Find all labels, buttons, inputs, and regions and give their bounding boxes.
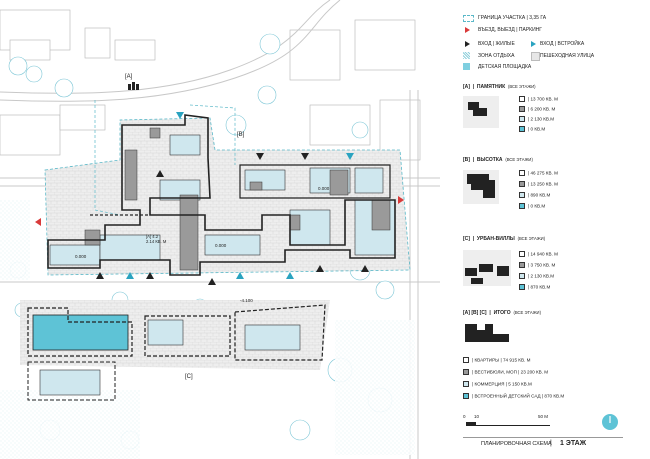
total-name: ИТОГО	[493, 310, 511, 316]
playground-icon	[463, 63, 470, 70]
section-c-row-1: | 14 940 КВ. М	[519, 251, 558, 257]
section-b-name: ВЫСОТКА	[476, 157, 503, 163]
section-c-sub: (ВСЕ ЭТАЖИ)	[517, 236, 546, 241]
footer-divider	[463, 437, 623, 438]
section-a-row-2: | 6 200 КВ. М	[519, 106, 555, 112]
total-row-4: | ВСТРОЕННЫЙ ДЕТСКИЙ САД | 870 КВ.М	[463, 393, 564, 399]
section-b-sub: (ВСЕ ЭТАЖИ)	[505, 157, 533, 162]
label-a: [A]	[125, 74, 133, 80]
note: [A] 4.2 2.14 КВ. М	[146, 234, 167, 244]
section-c-row-3: | 2 130 КВ.М	[519, 273, 554, 279]
section-c-row-2: | 3 750 КВ. М	[519, 262, 555, 268]
footer-floor: 1 ЭТАЖ	[560, 440, 587, 447]
section-b-key: [B]	[463, 157, 470, 163]
section-a-row-1: | 13 700 КВ. М	[519, 96, 558, 102]
section-a-key: [A]	[463, 84, 470, 90]
scale-ten: 10	[474, 414, 480, 419]
commercial-entrances	[126, 112, 354, 279]
context-buildings	[0, 9, 421, 161]
total-row-2: | ВЕСТИБЮЛИ, МОП | 23 200 КВ. М	[463, 369, 548, 375]
total-row-3: | КОММЕРЦИЯ | 5 150 КВ.М	[463, 381, 532, 387]
total-title: [A] [B] [C] | ИТОГО (ВСЕ ЭТАЖИ)	[463, 310, 541, 316]
section-a-title: [A] | ПАМЯТНИК (ВСЕ ЭТАЖИ)	[463, 84, 536, 90]
section-a-row-4: | 0 КВ.М	[519, 126, 545, 132]
main-building-outline	[47, 114, 396, 276]
lobby-blocks	[84, 127, 391, 271]
total-keys: [A] [B] [C]	[463, 310, 487, 316]
scale-zero: 0	[463, 414, 466, 419]
vehicle-entrances	[35, 196, 404, 226]
section-c-name: УРБАН-ВИЛЛЫ	[476, 236, 515, 242]
red-arrow-icon	[465, 27, 470, 33]
elev-3: 0.000	[75, 254, 87, 259]
paving-icon	[531, 52, 540, 61]
section-c-key: [C]	[463, 236, 470, 242]
label-c: [C]	[185, 374, 193, 380]
section-b-title: [B] | ВЫСОТКА (ВСЕ ЭТАЖИ)	[463, 157, 533, 163]
section-b-row-3: | 890 КВ.М	[519, 192, 550, 198]
section-b-row-1: | 46 275 КВ. М	[519, 170, 558, 176]
label-b: [B]	[237, 132, 245, 138]
section-b-thumb	[463, 170, 499, 204]
footer-scheme: ПЛАНИРОВОЧНАЯ СХЕМА	[481, 441, 552, 447]
total-thumb	[465, 324, 509, 342]
total-row-1: | КВАРТИРЫ | 74 915 КВ. М	[463, 357, 530, 363]
blue-arrow-icon	[531, 41, 536, 47]
section-c-thumb	[463, 250, 511, 286]
section-b-row-4: | 0 КВ.М	[519, 203, 545, 209]
section-c-title: [C] | УРБАН-ВИЛЛЫ (ВСЕ ЭТАЖИ)	[463, 236, 546, 242]
note-line-1: [A] 4.2	[146, 234, 159, 239]
black-arrow-icon	[465, 41, 470, 47]
legend-rest-zone: ЗОНА ОТДЫХА	[478, 53, 515, 59]
section-b-row-2: | 13 250 КВ. М	[519, 181, 558, 187]
hatch-icon	[463, 52, 470, 59]
note-line-2: 2.14 КВ. М	[146, 239, 167, 244]
legend-entry: ВЪЕЗД, ВЫЕЗД | ПАРКИНГ	[478, 27, 542, 33]
legend-playground: ДЕТСКАЯ ПЛОЩАДКА	[478, 64, 532, 70]
footer-sep: |	[550, 440, 552, 447]
north-arrow-icon	[602, 414, 618, 430]
section-a-row-3: | 2 130 КВ.М	[519, 116, 554, 122]
legend-commercial-entry: ВХОД | ВСТРОЙКА	[540, 41, 585, 47]
residential-entrances	[96, 153, 369, 285]
elev-2: 0.000	[215, 243, 227, 248]
section-a-name: ПАМЯТНИК	[476, 84, 506, 90]
section-a-thumb	[463, 96, 499, 128]
section-c-row-4: | 870 КВ.М	[519, 284, 550, 290]
site-plan: [A] [B] [C] 0.000 0.000 0.000 -4.100 [A]…	[0, 0, 440, 459]
elev-1: 0.000	[318, 186, 330, 191]
monument-icon	[128, 82, 139, 90]
scale-seg	[466, 422, 476, 425]
dashed-boundary-icon	[463, 15, 474, 22]
scale-fifty: 50 M	[538, 414, 549, 419]
total-sub: (ВСЕ ЭТАЖИ)	[513, 310, 541, 315]
legend-pedestrian: ПЕШЕХОДНАЯ УЛИЦА	[540, 53, 595, 59]
legend-residential-entry: ВХОД | ЖИЛЫЕ	[478, 41, 515, 47]
elev-4: -4.100	[240, 298, 253, 303]
section-a-sub: (ВСЕ ЭТАЖИ)	[507, 84, 536, 89]
legend-boundary: ГРАНИЦА УЧАСТКА | 3,35 ГА	[478, 15, 547, 21]
scale-bar	[466, 425, 550, 426]
kindergarten-block	[32, 314, 129, 351]
